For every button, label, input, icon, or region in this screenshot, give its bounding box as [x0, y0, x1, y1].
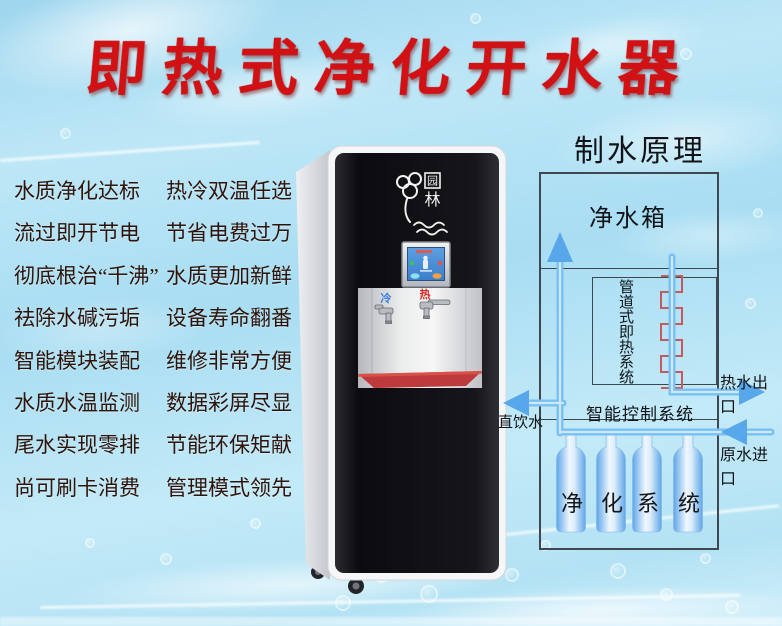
control-screen	[401, 241, 451, 288]
bubble	[610, 563, 626, 579]
brand-seal-icon	[424, 172, 441, 189]
dispense-niche: 冷 热	[358, 287, 482, 388]
brand-logo: 园 林	[396, 172, 448, 236]
feature-row: 彻底根治“千沸” 水质更加新鲜	[14, 255, 314, 297]
hot-tap	[419, 299, 451, 319]
feature-row: 流过即开节电 节省电费过万	[14, 212, 314, 254]
brand-char: 林	[424, 191, 440, 209]
bubble	[60, 128, 71, 139]
feature-text: 设备寿命翻番	[166, 306, 292, 331]
feature-text: 流过即开节电	[14, 221, 140, 246]
poster-title: 即热式净化开水器	[83, 36, 698, 102]
heater-label: 管道式即热系统	[617, 279, 634, 384]
bubble	[420, 585, 438, 603]
diagram-divider	[541, 419, 717, 420]
feature-row: 尚可刷卡消费 管理模式领先	[14, 467, 314, 509]
water-dispenser-machine: 园 林	[296, 145, 507, 594]
purify-char: 净	[560, 491, 583, 516]
feature-text: 彻底根治“千沸”	[14, 263, 159, 288]
bubble	[700, 553, 711, 564]
feature-row: 智能模块装配 维修非常方便	[14, 340, 314, 382]
brand-seal-char: 园	[427, 175, 438, 188]
water-line	[40, 593, 740, 610]
cold-tap	[374, 304, 394, 324]
control-system-label: 智能控制系统	[586, 405, 694, 424]
screen-caption	[420, 270, 432, 272]
feature-text: 水质更加新鲜	[166, 263, 292, 288]
drip-tray	[358, 371, 482, 388]
bubble	[85, 538, 95, 548]
feature-text: 尾水实现零排	[14, 433, 140, 458]
tank-label: 净水箱	[589, 205, 667, 232]
bubble	[745, 298, 756, 309]
hot-tap-label: 热	[420, 287, 431, 301]
heater-box	[592, 277, 717, 385]
screen-hot-icon	[432, 273, 442, 279]
bubble	[455, 555, 467, 567]
caster-wheels	[311, 552, 489, 594]
feature-list: 水质净化达标 热冷双温任选 流过即开节电 节省电费过万 彻底根治“千沸” 水质更…	[14, 170, 314, 509]
hot-outlet-label: 热水出口	[720, 375, 769, 416]
screen-header-text	[416, 250, 432, 253]
purify-char: 系	[636, 491, 659, 516]
feature-text: 水质净化达标	[14, 179, 140, 203]
feature-text: 节省电费过万	[166, 221, 292, 246]
screen-figure-icon	[423, 260, 428, 269]
purify-char: 化	[600, 491, 623, 516]
machine-white-rim	[327, 145, 507, 581]
machine-front-panel	[335, 153, 499, 573]
bubble	[160, 553, 172, 565]
bubble	[660, 588, 673, 601]
screen-cold-icon	[410, 273, 420, 279]
feature-text: 水质水温监测	[14, 390, 140, 415]
feature-text: 祛除水碱污垢	[14, 306, 140, 331]
bubble	[753, 208, 763, 218]
feature-text: 热冷双温任选	[166, 179, 292, 203]
screen-figure-icon	[423, 255, 428, 261]
bubble	[375, 570, 388, 583]
bubble	[250, 518, 261, 529]
diagram-divider	[541, 268, 717, 269]
feature-text: 维修非常方便	[166, 348, 292, 373]
feature-row: 祛除水碱污垢 设备寿命翻番	[14, 297, 314, 339]
cold-tap-label: 冷	[381, 291, 392, 305]
bubble	[725, 600, 739, 614]
water-streak	[38, 541, 542, 626]
feature-text: 节能环保矩献	[166, 433, 292, 458]
raw-inlet-label: 原水进口	[720, 447, 769, 488]
drink-water-label: 直饮水	[498, 414, 544, 431]
feature-row: 水质水温监测 数据彩屏尽显	[14, 382, 314, 424]
water-line	[0, 140, 260, 163]
feature-row: 尾水实现零排 节能环保矩献	[14, 424, 314, 466]
purify-char: 统	[677, 491, 700, 516]
feature-text: 智能模块装配	[14, 348, 140, 373]
diagram-title: 制水原理	[574, 135, 706, 168]
feature-row: 水质净化达标 热冷双温任选	[14, 170, 314, 212]
screen-green-dot	[410, 261, 414, 265]
feature-text: 管理模式领先	[166, 475, 292, 500]
bubble	[505, 568, 519, 582]
bottom-light-band	[0, 617, 782, 626]
feature-text: 数据彩屏尽显	[166, 390, 292, 415]
screen-red-dot	[438, 261, 442, 265]
bubble	[335, 595, 351, 611]
feature-text: 尚可刷卡消费	[14, 475, 140, 500]
